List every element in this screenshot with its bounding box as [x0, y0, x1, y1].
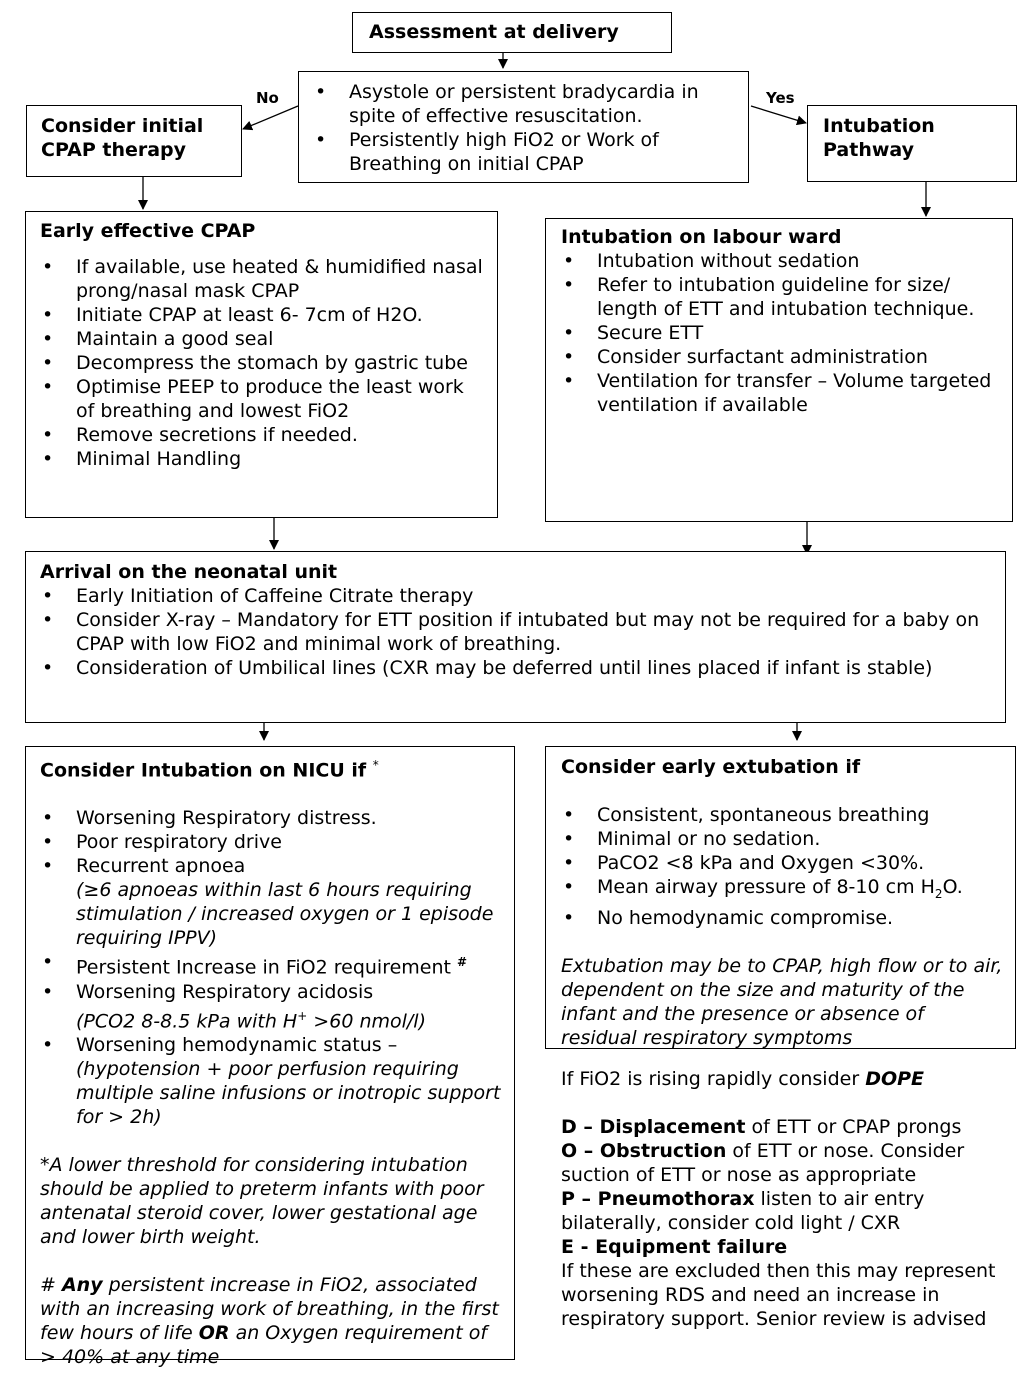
- nicu-item-text: Worsening Respiratory acidosis: [76, 980, 374, 1003]
- detail-part: (PCO2 8-8.5 kPa with H: [76, 1009, 298, 1032]
- nicu-item-text: Recurrent apnoea: [76, 855, 246, 878]
- labour-ward-item: Consider surfactant administration: [561, 345, 1002, 369]
- early-cpap-item: If available, use heated & humidified na…: [40, 255, 487, 303]
- item-sub: 2: [934, 886, 943, 901]
- dope-term: Displacement: [599, 1116, 746, 1138]
- nicu-note-fio2: # Any persistent increase in FiO2, assoc…: [40, 1273, 504, 1369]
- assessment-title: Assessment at delivery: [369, 21, 619, 43]
- dope-equipment: E - Equipment failure: [561, 1235, 1001, 1259]
- assessment-box: Assessment at delivery: [352, 12, 672, 53]
- note-part: an Oxygen requirement of > 40% at any ti…: [40, 1321, 488, 1368]
- nicu-title: Consider Intubation on NICU if *: [40, 753, 504, 782]
- early-cpap-item: Minimal Handling: [40, 447, 487, 471]
- dope-desc: listen to air entry bilaterally, conside…: [561, 1188, 925, 1234]
- dope-obstruction: O – Obstruction of ETT or nose. Consider…: [561, 1139, 1001, 1187]
- note-emphasis: Any: [61, 1273, 103, 1296]
- dope-acronym: DOPE: [865, 1068, 925, 1090]
- criteria-item: Asystole or persistent bradycardia in sp…: [313, 80, 738, 128]
- nicu-item-detail: (≥6 apnoeas within last 6 hours requirin…: [76, 879, 494, 950]
- extubation-item: Minimal or no sedation.: [561, 827, 1003, 851]
- cpap-initial-box: Consider initial CPAP therapy: [26, 105, 242, 177]
- arrival-item: Consider X-ray – Mandatory for ETT posit…: [40, 608, 995, 656]
- nicu-item: Persistent Increase in FiO2 requirement …: [40, 950, 504, 979]
- nicu-note-threshold: *A lower threshold for considering intub…: [40, 1153, 484, 1248]
- detail-sup: +: [297, 1008, 308, 1023]
- dope-section: If FiO2 is rising rapidly consider DOPE …: [561, 1067, 1001, 1331]
- labour-ward-title: Intubation on labour ward: [561, 226, 842, 248]
- nicu-item-detail: (PCO2 8-8.5 kPa with H+ >60 nmol/l): [76, 1004, 504, 1033]
- intubation-pathway-title: Intubation Pathway: [823, 115, 935, 161]
- branch-label-no: No: [256, 89, 279, 107]
- labour-ward-item: Ventilation for transfer – Volume target…: [561, 369, 1002, 417]
- early-cpap-item: Remove secretions if needed.: [40, 423, 487, 447]
- dope-conclusion: If these are excluded then this may repr…: [561, 1260, 996, 1330]
- extubation-item: Mean airway pressure of 8-10 cm H2O.: [561, 875, 1003, 906]
- cpap-initial-title: Consider initial CPAP therapy: [41, 115, 204, 161]
- arrival-box: Arrival on the neonatal unit Early Initi…: [25, 551, 1006, 723]
- nicu-item: Recurrent apnoea (≥6 apnoeas within last…: [40, 854, 504, 950]
- labour-ward-box: Intubation on labour ward Intubation wit…: [545, 218, 1013, 522]
- labour-ward-item: Intubation without sedation: [561, 249, 1002, 273]
- detail-part: >60 nmol/l): [307, 1009, 426, 1032]
- labour-ward-item: Secure ETT: [561, 321, 1002, 345]
- early-cpap-item: Initiate CPAP at least 6- 7cm of H2O.: [40, 303, 487, 327]
- labour-ward-item: Refer to intubation guideline for size/ …: [561, 273, 1002, 321]
- extubation-item: Consistent, spontaneous breathing: [561, 803, 1003, 827]
- dope-desc: of ETT or nose. Consider suction of ETT …: [561, 1140, 965, 1186]
- arrival-item: Early Initiation of Caffeine Citrate the…: [40, 584, 995, 608]
- branch-label-yes: Yes: [766, 89, 795, 107]
- extubation-box: Consider early extubation if Consistent,…: [545, 746, 1016, 1049]
- dope-intro: If FiO2 is rising rapidly consider DOPE: [561, 1067, 1001, 1091]
- nicu-title-mark: *: [372, 758, 379, 772]
- extubation-item: No hemodynamic compromise.: [561, 906, 1003, 930]
- arrival-item: Consideration of Umbilical lines (CXR ma…: [40, 656, 995, 680]
- dope-letter: D –: [561, 1116, 600, 1138]
- nicu-item: Worsening Respiratory distress.: [40, 806, 504, 830]
- dope-pneumothorax: P – Pneumothorax listen to air entry bil…: [561, 1187, 1001, 1235]
- nicu-item: Worsening Respiratory acidosis (PCO2 8-8…: [40, 980, 504, 1033]
- dope-displacement: D – Displacement of ETT or CPAP prongs: [561, 1115, 1001, 1139]
- note-part: #: [40, 1273, 62, 1296]
- extubation-item: PaCO2 <8 kPa and Oxygen <30%.: [561, 851, 1003, 875]
- early-cpap-title: Early effective CPAP: [40, 220, 256, 242]
- nicu-item-mark: #: [457, 955, 468, 970]
- criteria-item: Persistently high FiO2 or Work of Breath…: [313, 128, 738, 176]
- early-cpap-item: Optimise PEEP to produce the least work …: [40, 375, 487, 423]
- nicu-item: Poor respiratory drive: [40, 830, 504, 854]
- intubation-pathway-box: Intubation Pathway: [807, 105, 1017, 182]
- note-part: persistent increase in FiO2, associated …: [40, 1273, 499, 1344]
- extubation-title: Consider early extubation if: [561, 756, 861, 778]
- nicu-item: Worsening hemodynamic status – (hypotens…: [40, 1033, 504, 1129]
- dope-term: P – Pneumothorax: [561, 1188, 755, 1210]
- nicu-box: Consider Intubation on NICU if * Worseni…: [25, 746, 515, 1368]
- item-part: O.: [942, 876, 963, 898]
- early-cpap-box: Early effective CPAP If available, use h…: [25, 211, 498, 518]
- item-part: Mean airway pressure of 8-10 cm H: [597, 876, 935, 898]
- note-emphasis: OR: [198, 1321, 230, 1344]
- criteria-box: Asystole or persistent bradycardia in sp…: [298, 71, 749, 183]
- dope-intro-text: If FiO2 is rising rapidly consider: [561, 1068, 866, 1090]
- nicu-item-text: Worsening hemodynamic status –: [76, 1033, 398, 1056]
- arrival-title: Arrival on the neonatal unit: [40, 561, 338, 583]
- nicu-item-detail: (hypotension + poor perfusion requiring …: [76, 1057, 501, 1128]
- early-cpap-item: Decompress the stomach by gastric tube: [40, 351, 487, 375]
- nicu-item-text: Persistent Increase in FiO2 requirement: [76, 956, 451, 979]
- early-cpap-item: Maintain a good seal: [40, 327, 487, 351]
- dope-term: E - Equipment failure: [561, 1236, 788, 1258]
- extubation-note: Extubation may be to CPAP, high flow or …: [561, 954, 1003, 1049]
- dope-term: O – Obstruction: [561, 1140, 727, 1162]
- dope-desc: of ETT or CPAP prongs: [745, 1116, 962, 1138]
- nicu-title-text: Consider Intubation on NICU if: [40, 759, 367, 782]
